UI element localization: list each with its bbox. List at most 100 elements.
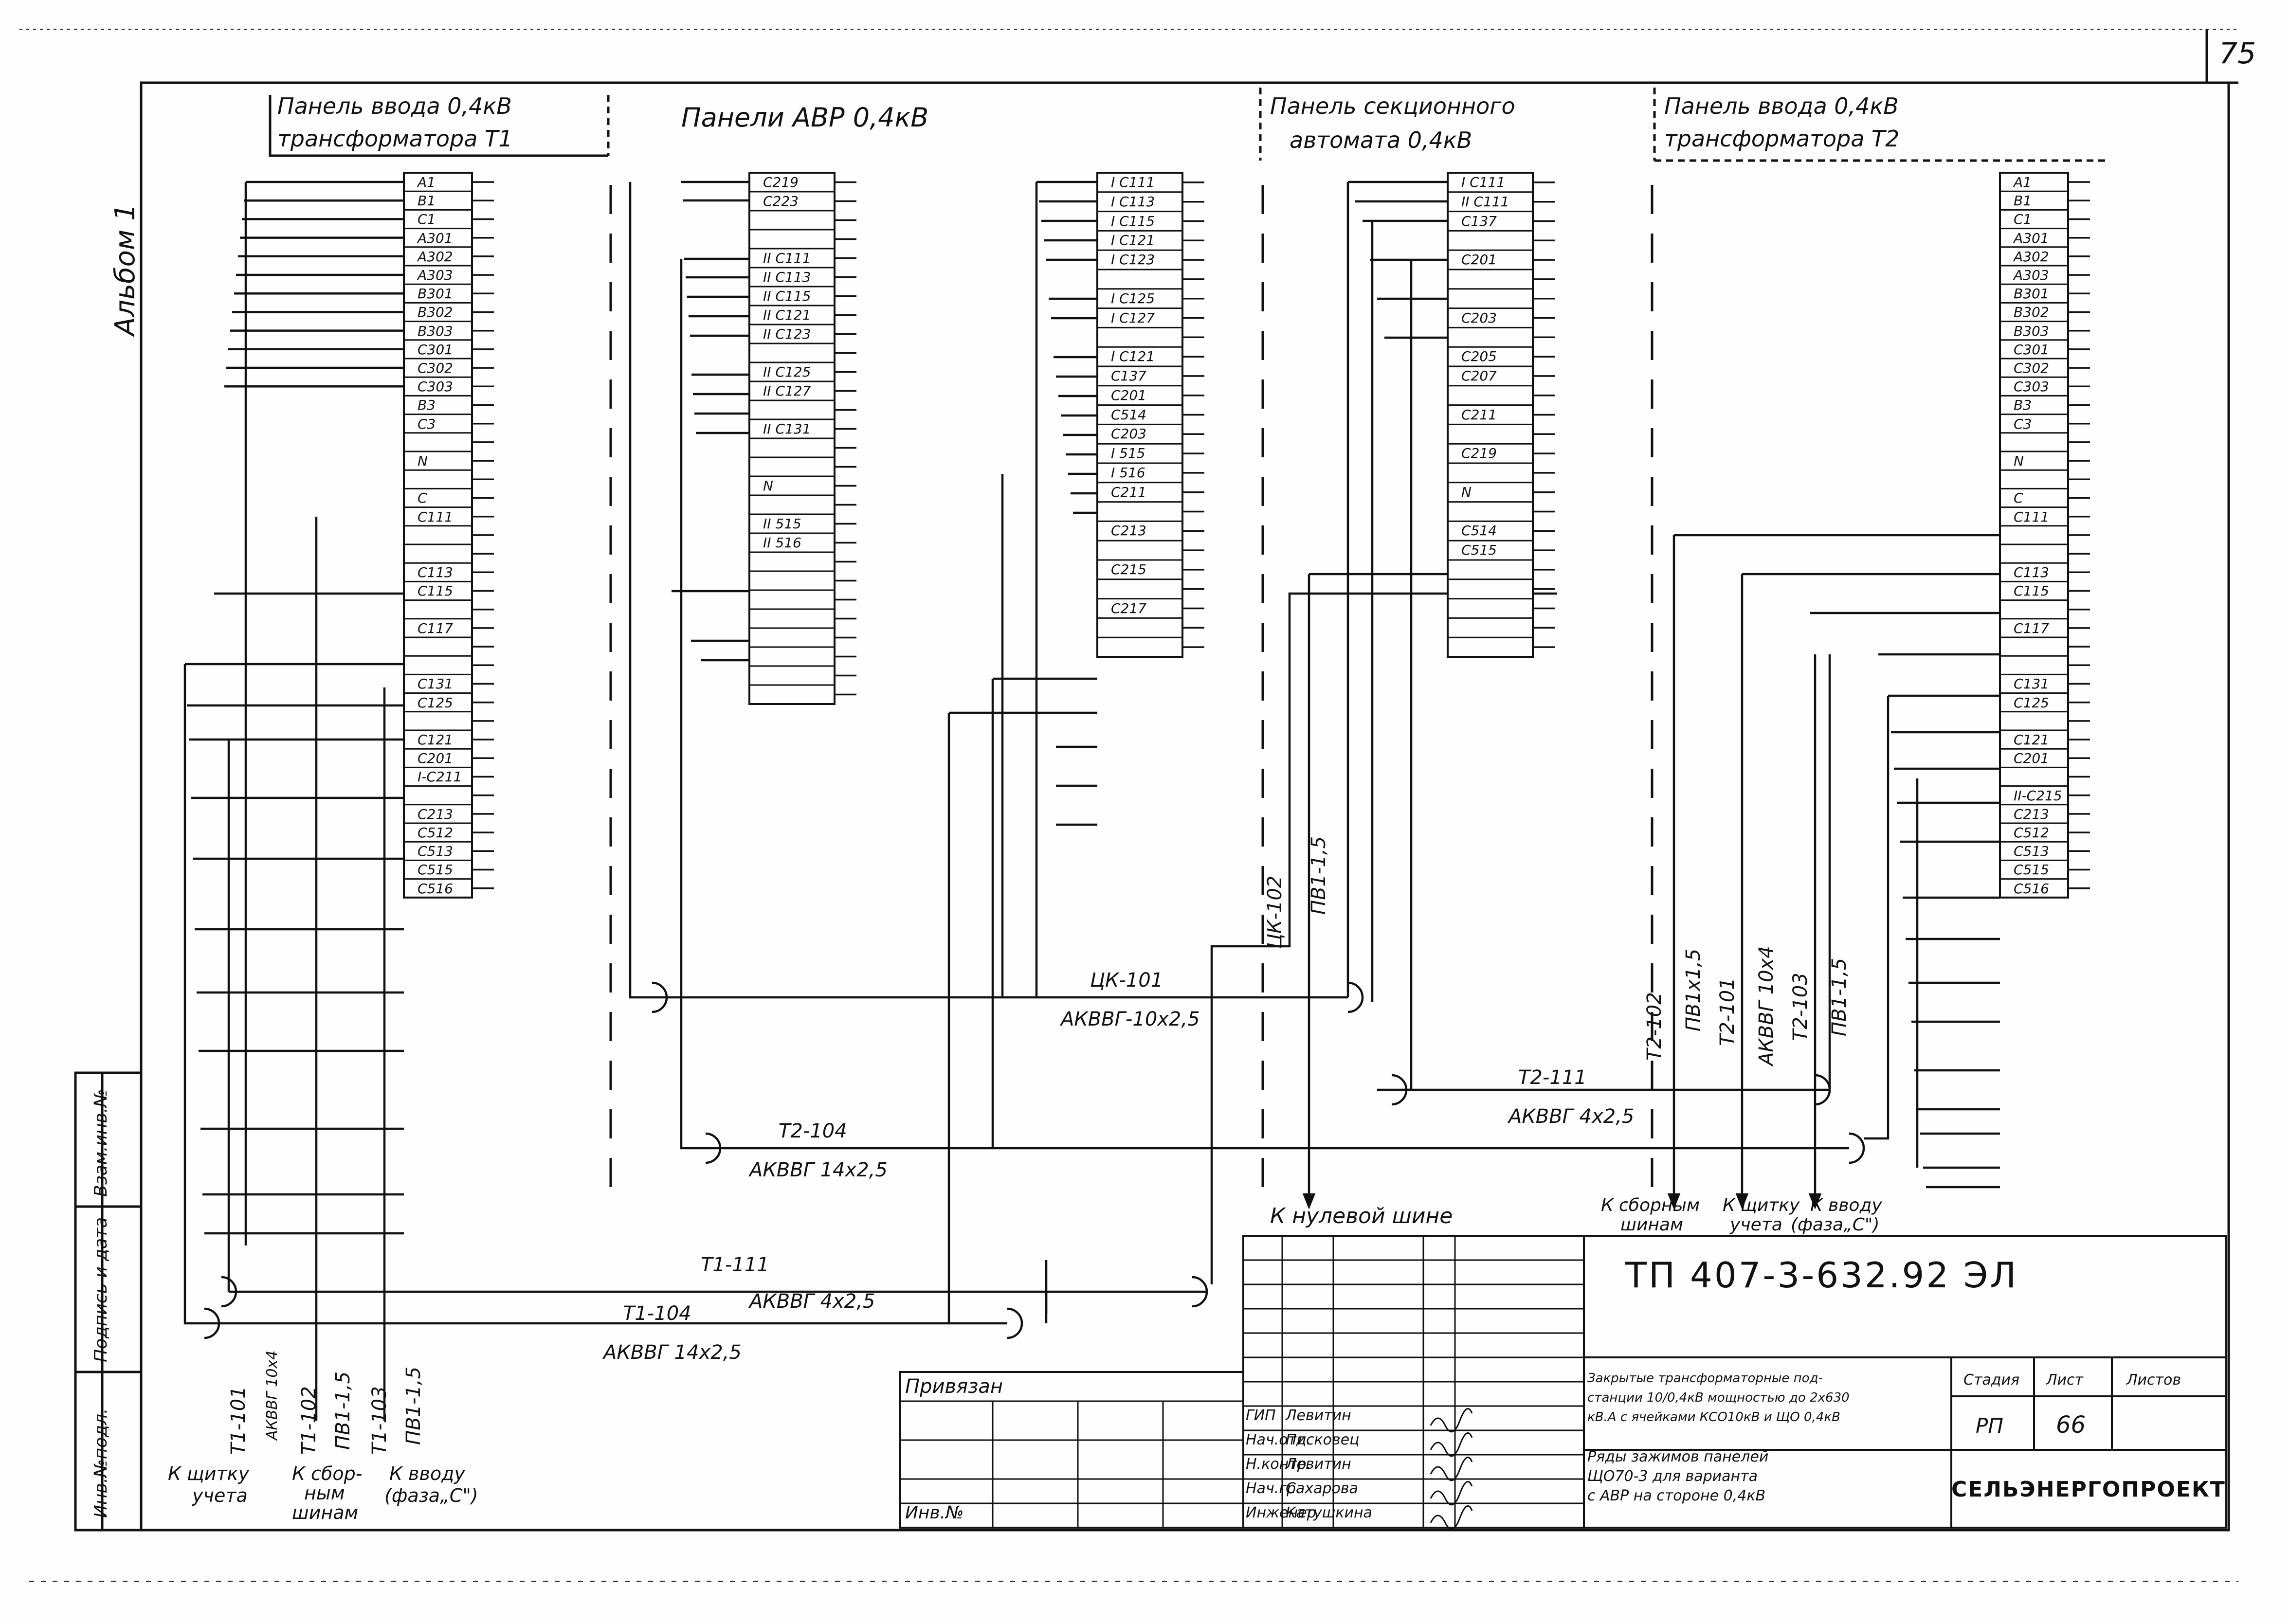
terminal-label: В303 [418,323,453,339]
terminal-label: А301 [418,230,453,246]
terminal-label: II 515 [763,516,801,532]
dest-t1-bus-2: ным [304,1482,345,1504]
terminal-label: В302 [2014,304,2049,321]
terminal-block-sect [1447,172,1555,658]
terminal-label: В302 [418,304,453,321]
terminal-label: I 515 [1111,445,1145,462]
role-name: Левитин [1286,1456,1351,1473]
terminal-label: С515 [418,862,453,878]
linked-block [899,1371,1244,1529]
dest-t2-bus-2: шинам [1620,1215,1684,1235]
cable-t1-104-type: АКВВГ 14х2,5 [603,1341,742,1364]
role-title: Н.контр. [1246,1456,1311,1473]
terminal-label: А1 [418,174,436,190]
terminal-label: С516 [2014,880,2049,897]
terminal-label: В303 [2014,323,2049,339]
terminal-label: С514 [1111,406,1146,423]
organization-name: СЕЛЬЭНЕРГОПРОЕКТ [1951,1477,2226,1502]
terminal-label: N [2014,453,2024,469]
t1-cable-104-bundle [183,664,204,1325]
cable-t1-111-route [1210,592,1448,1284]
header-sect-line1: Панель секционного [1270,93,1515,119]
terminal-label: II С125 [763,364,811,380]
cable-t1-111-name: Т1-111 [701,1254,769,1276]
cable-t1-104-name: Т1-104 [623,1302,691,1325]
cable-t1-102-type: ПВ1-1,5 [332,1371,354,1450]
desc-line-2: станции 10/0,4кВ мощностью до 2х630 [1587,1390,1850,1405]
terminal-label: С [2014,490,2023,506]
terminal-label: I-С211 [418,769,462,785]
terminal-label: С201 [2014,750,2049,767]
desc-line-1: Закрытые трансформаторные под- [1587,1371,1823,1386]
dest-t2-input-2: (фаза„С") [1791,1215,1880,1235]
signature-mark [1430,1480,1473,1506]
t2-111-left-clamp [1391,1074,1408,1106]
terminal-label: II С113 [763,269,811,285]
t2-arrow-1 [1735,1193,1749,1210]
left-stamp-strip [74,1071,143,1532]
t2-104-right-clamp [1849,1132,1865,1164]
dest-neutral-bus: К нулевой шине [1270,1204,1453,1228]
terminal-blocks [403,172,2090,899]
terminal-label: С303 [2014,379,2049,395]
header-t1-line1: Панель ввода 0,4кВ [277,93,512,119]
ck101-right-clamp [1347,981,1364,1013]
cable-t2-101-type: АКВВГ 10х4 [1755,946,1778,1065]
cable-t1-101-type: АКВВГ 10х4 [264,1350,281,1440]
dest-t1-input-1: К вводу [389,1463,465,1484]
terminal-label: II С127 [763,383,811,399]
terminal-label: С115 [418,583,453,599]
terminal-label: А303 [2014,267,2049,283]
avr1-t2-104-bundle [680,259,706,1150]
terminal-label: С211 [1461,406,1497,423]
terminal-label: N [418,453,428,469]
t2-104-bundle [1864,696,1890,1140]
terminal-label: С201 [1111,387,1146,403]
t1-104-far-clamp [1007,1307,1023,1339]
terminal-label: С117 [418,620,453,636]
terminal-label: С215 [1111,561,1146,577]
signature-mark [1430,1432,1473,1457]
terminal-label: С131 [2014,676,2049,692]
terminal-label: С213 [1111,523,1146,539]
cable-t2-103-name: Т2-103 [1789,973,1812,1041]
terminal-label: С3 [2014,415,2032,432]
desc-line-6: с АВР на стороне 0,4кВ [1587,1487,1766,1504]
terminal-label: С207 [1461,368,1497,384]
role-title: Инженер [1246,1504,1316,1521]
terminal-label: II С111 [763,250,811,266]
title-block-grid [899,1235,2227,1530]
dest-t1-bus-3: шинам [292,1502,359,1523]
sheet-label: Лист [2046,1371,2084,1389]
terminal-label: В301 [2014,286,2049,302]
terminal-label: II С123 [763,326,811,342]
cable-t2-102-type: ПВ1х1,5 [1682,948,1705,1031]
role-title: ГИП [1246,1407,1276,1424]
role-name: Левитин [1286,1407,1351,1424]
cable-t1-101-name: Т1-101 [227,1386,250,1455]
terminal-label: С301 [418,341,453,358]
terminal-label: С125 [418,694,453,711]
cable-t2-111-type: АКВВГ 4х2,5 [1508,1105,1635,1128]
terminal-label: С113 [418,564,453,581]
terminal-label: С213 [418,806,453,822]
cable-ck102-name: ЦК-102 [1264,875,1286,949]
signature-mark [1430,1505,1473,1530]
terminal-label: II С131 [763,421,811,437]
outer-border [140,81,2230,1532]
role-name: Писковец [1286,1431,1360,1448]
terminal-label: С516 [418,880,453,897]
terminal-block-avr2 [1096,172,1204,658]
cable-t2-102-name: Т2-102 [1643,992,1666,1061]
terminal-label: С512 [2014,825,2049,841]
dest-t2-bus-1: К сборным [1601,1195,1700,1215]
terminal-label: А301 [2014,230,2049,246]
cable-t1-111-type: АКВВГ 4х2,5 [749,1290,875,1313]
terminal-label: В3 [418,397,436,414]
terminal-label: С111 [418,508,453,525]
terminal-block-t2 [1999,172,2090,899]
role-name: Катушкина [1286,1504,1372,1521]
t1-111-far-clamp [1192,1276,1208,1308]
terminal-label: С125 [2014,694,2049,711]
